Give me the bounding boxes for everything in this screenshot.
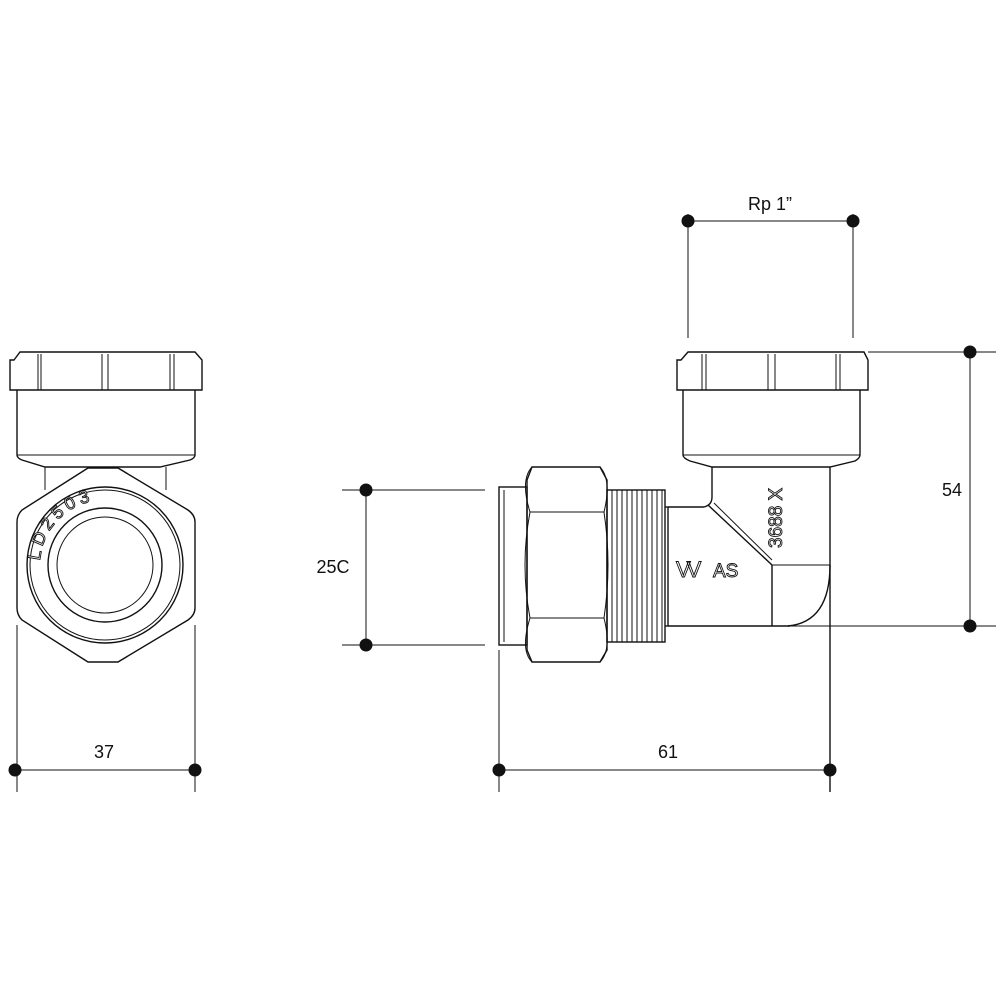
dim-label-length: 61 xyxy=(658,742,678,762)
dim-label-width: 37 xyxy=(94,742,114,762)
standard-marking: AS xyxy=(713,561,738,582)
dim-label-compression: 25C xyxy=(316,557,349,577)
watermark-logo: VV xyxy=(676,557,702,582)
dim-label-thread: Rp 1” xyxy=(748,194,792,214)
side-view: 3688 X VV AS xyxy=(342,214,996,792)
end-view: LD2503 xyxy=(8,351,203,792)
top-body-end xyxy=(16,390,196,468)
dim-label-height: 54 xyxy=(942,480,962,500)
hex-nut-end xyxy=(16,467,196,663)
body-code-marking: 3688 X xyxy=(766,487,787,548)
top-nut-end xyxy=(9,351,203,391)
